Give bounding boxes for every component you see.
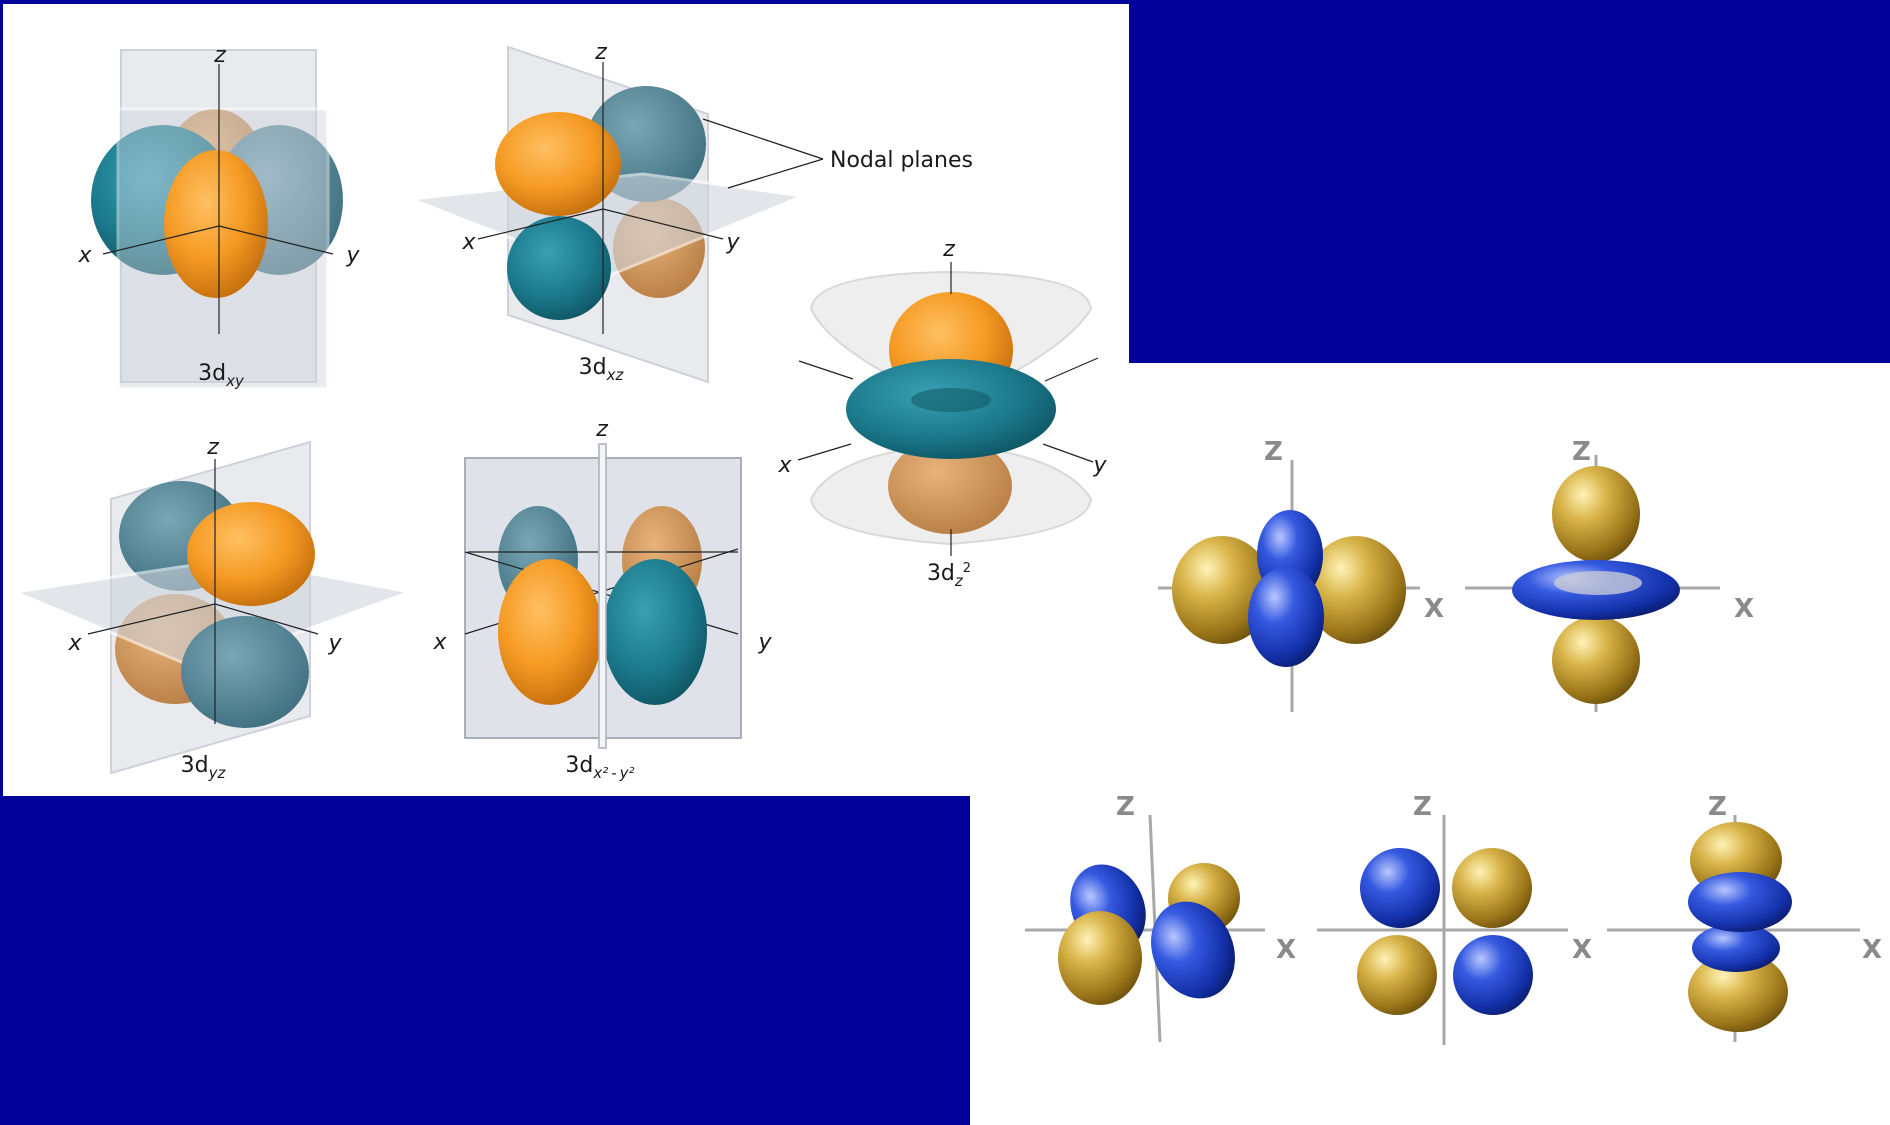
axis-line <box>798 360 854 380</box>
orbital-3dx2y2: z x y 3dx² - y² <box>432 417 772 782</box>
lobe-front-teal <box>507 216 611 320</box>
orbital-label-3dxy: 3dxy <box>198 361 245 390</box>
y-axis <box>602 208 724 240</box>
y-axis-label: y <box>1092 453 1107 478</box>
torus-hole <box>911 388 991 412</box>
lobe-front-orange <box>187 502 315 606</box>
x-axis-label: x <box>67 631 82 656</box>
z-axis-label: z <box>942 237 955 262</box>
nodal-planes-callout: Nodal planes <box>702 118 973 189</box>
orbital-3dxy: z x y 3dxy <box>77 43 360 391</box>
y-axis <box>214 603 319 635</box>
lobe-front-teal <box>603 559 707 705</box>
y-axis-label: y <box>757 630 772 655</box>
x-axis <box>102 225 220 255</box>
lobe-front-teal <box>181 616 309 728</box>
y-axis <box>218 225 334 255</box>
orbital-3dyz: z x y 3dyz <box>9 435 416 782</box>
nodal-planes-label: Nodal planes <box>830 148 973 173</box>
callout-leader <box>702 118 824 160</box>
y-axis-label: y <box>345 243 360 268</box>
z-axis-label: z <box>595 417 608 442</box>
y-axis-label: y <box>327 631 342 656</box>
lobe-bottom-orange <box>888 438 1012 534</box>
x-axis-label: x <box>777 453 792 478</box>
y-axis-label: y <box>725 230 740 255</box>
z-axis-label: z <box>594 40 607 65</box>
x-axis <box>87 603 216 635</box>
z-axis-label: z <box>213 43 226 68</box>
y-axis <box>1042 443 1094 463</box>
lobe-front-orange <box>164 150 268 298</box>
x-axis-label: x <box>77 243 92 268</box>
orbital-3dxz: z x y 3dxz <box>410 40 809 384</box>
callout-leader <box>727 158 824 189</box>
orbital-label-3dx2y2: 3dx² - y² <box>565 753 634 782</box>
z-axis-label: z <box>206 435 219 460</box>
orbital-label-3dxz: 3dxz <box>579 355 625 384</box>
x-axis-label: x <box>432 630 447 655</box>
nodal-plane-edge <box>598 443 607 749</box>
orbital-3dz2: z x y 3dz2 <box>777 237 1107 590</box>
x-axis <box>477 208 604 240</box>
lobe-front-orange <box>495 112 621 216</box>
textbook-orbitals-svg: z x y 3dxy z x y 3dxz Nodal planes <box>9 40 1107 782</box>
axis-line <box>1044 357 1099 382</box>
lobe-front-orange <box>498 559 602 705</box>
x-axis <box>797 443 852 461</box>
textbook-figure-panel: z x y 3dxy z x y 3dxz Nodal planes <box>3 4 1129 796</box>
orbital-label-3dz2: 3dz2 <box>927 561 971 590</box>
x-axis-label: x <box>461 230 476 255</box>
rendered-orbitals-panel-bottom <box>970 796 1890 1125</box>
orbital-label-3dyz: 3dyz <box>181 753 227 782</box>
rendered-orbitals-panel-top <box>1129 363 1890 796</box>
nodal-plane <box>9 557 416 671</box>
